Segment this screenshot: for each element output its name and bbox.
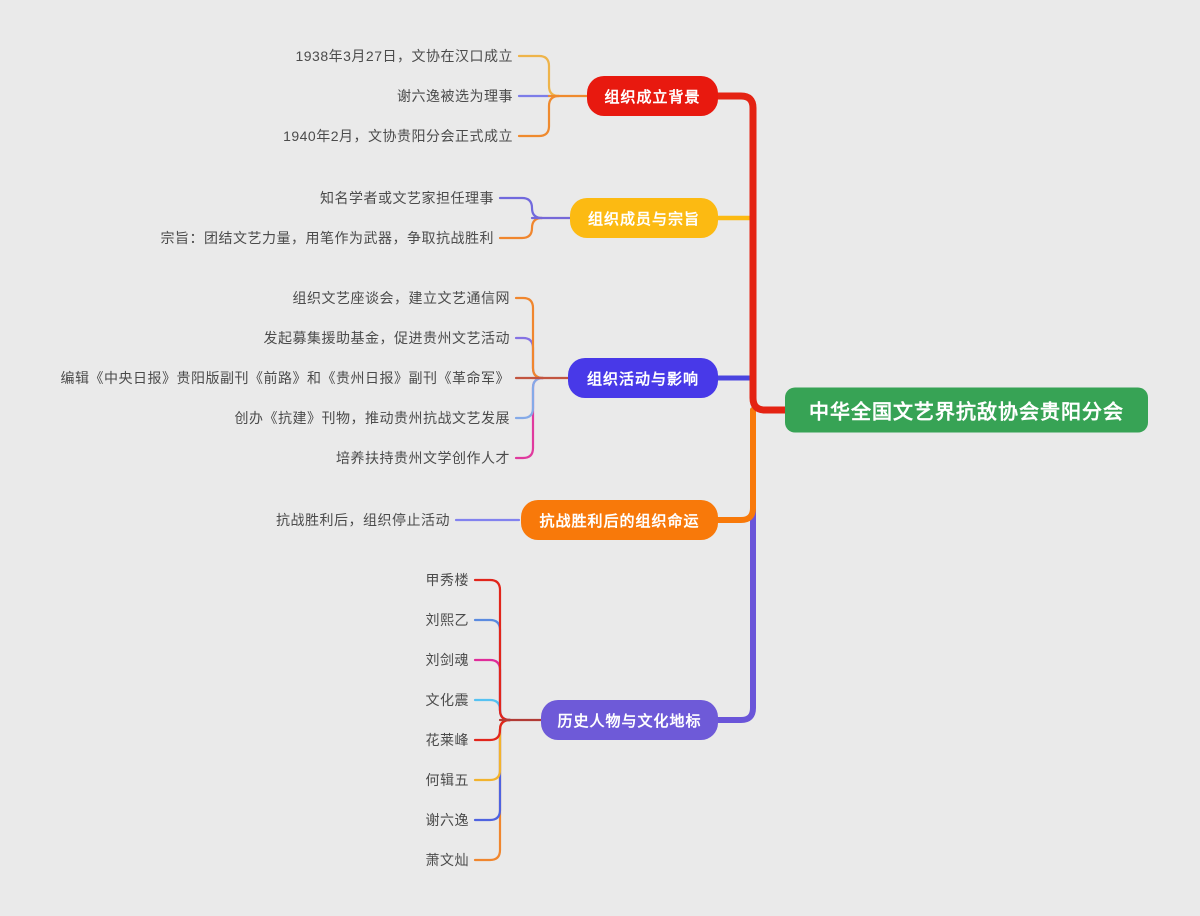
leaf-node[interactable]: 文化震	[425, 692, 469, 708]
leaf-node[interactable]: 甲秀楼	[425, 572, 469, 588]
leaf-node[interactable]: 组织文艺座谈会，建立文艺通信网	[292, 290, 510, 306]
branch-node-figures-landmarks[interactable]: 历史人物与文化地标	[541, 700, 718, 740]
leaf-node[interactable]: 1938年3月27日，文协在汉口成立	[295, 48, 513, 64]
branch-node-members-purpose[interactable]: 组织成员与宗旨	[570, 198, 718, 238]
leaf-node[interactable]: 谢六逸被选为理事	[397, 88, 513, 104]
branch-node-postwar-fate[interactable]: 抗战胜利后的组织命运	[521, 500, 718, 540]
leaf-node[interactable]: 宗旨：团结文艺力量，用笔作为武器，争取抗战胜利	[160, 230, 494, 246]
leaf-node[interactable]: 刘熙乙	[425, 612, 469, 628]
root-node[interactable]: 中华全国文艺界抗敌协会贵阳分会	[785, 387, 1148, 433]
leaf-node[interactable]: 创办《抗建》刊物，推动贵州抗战文艺发展	[234, 410, 510, 426]
leaf-node[interactable]: 抗战胜利后，组织停止活动	[276, 512, 450, 528]
leaf-node[interactable]: 谢六逸	[425, 812, 469, 828]
branch-node-founding-background[interactable]: 组织成立背景	[587, 76, 718, 116]
leaf-node[interactable]: 编辑《中央日报》贵阳版副刊《前路》和《贵州日报》副刊《革命军》	[60, 370, 510, 386]
branch-node-activities-influence[interactable]: 组织活动与影响	[568, 358, 718, 398]
leaf-node[interactable]: 知名学者或文艺家担任理事	[320, 190, 494, 206]
leaf-node[interactable]: 发起募集援助基金，促进贵州文艺活动	[263, 330, 510, 346]
leaf-node[interactable]: 花莱峰	[425, 732, 469, 748]
leaf-node[interactable]: 萧文灿	[425, 852, 469, 868]
leaf-node[interactable]: 1940年2月，文协贵阳分会正式成立	[283, 128, 513, 144]
leaf-node[interactable]: 培养扶持贵州文学创作人才	[336, 450, 510, 466]
leaf-node[interactable]: 何辑五	[425, 772, 469, 788]
leaf-node[interactable]: 刘剑魂	[425, 652, 469, 668]
